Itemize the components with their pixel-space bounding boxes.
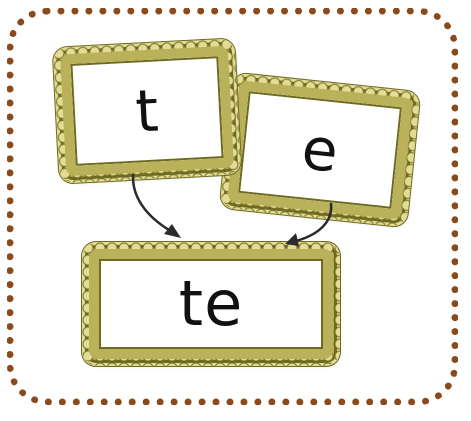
card-word-te: te bbox=[178, 267, 244, 340]
card-letter-t: t bbox=[133, 76, 161, 146]
letter-card-t: t bbox=[58, 44, 236, 178]
word-card-te: te bbox=[88, 248, 334, 360]
card-letter-e: e bbox=[298, 114, 342, 186]
dotted-border bbox=[7, 8, 458, 405]
letter-card-e: e bbox=[226, 79, 414, 221]
